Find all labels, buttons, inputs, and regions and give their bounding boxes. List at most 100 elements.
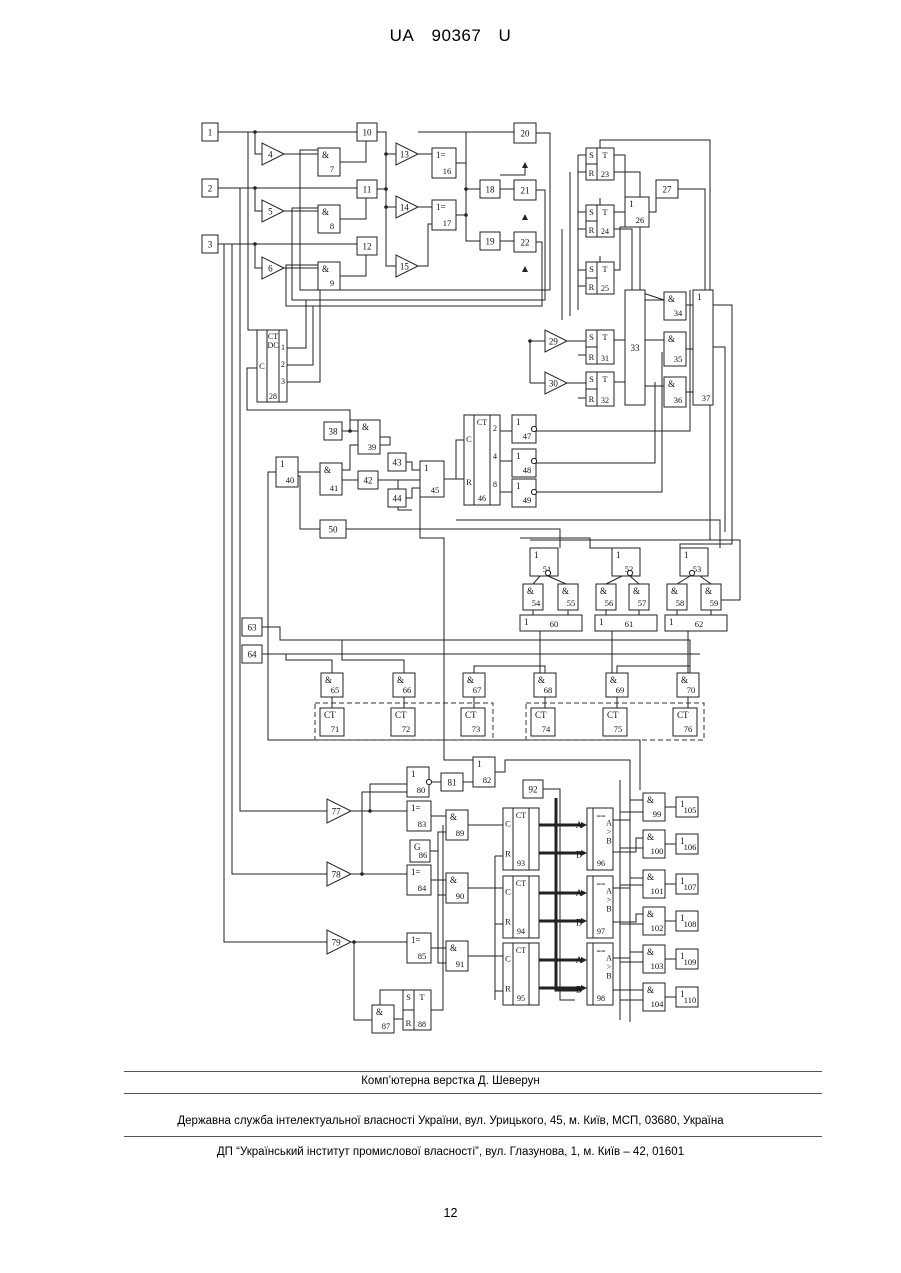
wire — [466, 163, 480, 241]
block-98: AB==A>B98 — [576, 943, 613, 1005]
block-74: CT74 — [531, 708, 555, 736]
footer-rule-bottom — [124, 1136, 822, 1137]
block-35: &35 — [664, 332, 686, 366]
wire — [444, 440, 464, 479]
block-51: 151 — [530, 548, 558, 576]
block-94: CTCR94 — [503, 876, 539, 938]
block-label: == — [596, 947, 606, 956]
block-label: C — [505, 819, 511, 829]
junction-dot — [464, 213, 468, 217]
block-label: R — [589, 352, 595, 362]
block-label: CT — [465, 710, 477, 720]
block-label: 1 — [280, 459, 285, 469]
block-label: 89 — [456, 828, 465, 838]
block-38: 38 — [324, 422, 342, 440]
wire — [340, 141, 366, 162]
block-label: 98 — [597, 994, 605, 1003]
footer-rule-middle — [124, 1093, 822, 1094]
block-label: 58 — [676, 598, 685, 608]
block-106: 1106 — [676, 834, 698, 854]
block-label: 85 — [418, 951, 427, 961]
block-label: 54 — [532, 598, 541, 608]
block-32: SRT32 — [586, 372, 614, 406]
block-label: 26 — [636, 215, 645, 225]
block-81: 81 — [441, 773, 463, 791]
wire — [677, 576, 690, 584]
block-label: & — [322, 264, 329, 274]
block-86: G86 — [410, 840, 430, 862]
block-99: &99 — [643, 793, 665, 821]
block-label: 13 — [400, 150, 410, 160]
block-15: 15 — [396, 255, 418, 277]
block-label: 41 — [330, 483, 339, 493]
block-30: 30 — [545, 372, 567, 394]
junction-dot — [384, 187, 388, 191]
block-label: 16 — [443, 166, 452, 176]
arrow-head — [522, 162, 528, 168]
block-14: 14 — [396, 196, 418, 218]
block-67: &67 — [463, 673, 485, 697]
inversion-bubble — [689, 570, 694, 575]
wire — [255, 244, 262, 268]
block-101: &101 — [643, 870, 665, 898]
block-label: & — [647, 832, 654, 842]
inversion-bubble — [627, 570, 632, 575]
block-70: &70 — [677, 673, 699, 697]
block-84: 1=84 — [407, 865, 431, 895]
block-25: SRT25 — [586, 262, 614, 294]
block-label: 12 — [363, 242, 372, 252]
arrow-head — [522, 214, 528, 220]
block-label: 61 — [625, 619, 634, 629]
wire — [614, 227, 625, 270]
wire — [456, 189, 480, 215]
block-label: CT — [535, 710, 547, 720]
block-27: 27 — [656, 180, 678, 198]
block-label: T — [602, 150, 608, 160]
junction-dot — [464, 187, 468, 191]
block-23: SRT23 — [586, 148, 614, 180]
block-39: &39 — [358, 420, 380, 454]
block-label: 15 — [400, 262, 410, 272]
wire — [430, 832, 446, 851]
block-label: A — [576, 955, 583, 965]
wire — [255, 188, 262, 211]
inversion-bubble — [531, 458, 536, 463]
block-label: 2 — [493, 424, 497, 433]
block-label: & — [610, 675, 617, 685]
block-label: & — [668, 294, 675, 304]
block-label: 67 — [473, 685, 482, 695]
block-28: CTDCC12328 — [257, 330, 287, 402]
wire — [287, 306, 313, 365]
block-label: 1 — [697, 292, 702, 302]
block-label: A — [576, 888, 583, 898]
block-label: 107 — [684, 882, 697, 892]
footer-institute: ДП “Український інститут промислової вла… — [0, 1146, 901, 1158]
block-label: 1 — [424, 463, 429, 473]
block-label: 93 — [517, 859, 525, 868]
block-73: CT73 — [461, 708, 485, 736]
block-label: 6 — [268, 264, 273, 274]
block-label: 81 — [448, 778, 457, 788]
block-label: R — [589, 168, 595, 178]
block-label: 60 — [550, 619, 559, 629]
wire — [287, 290, 320, 382]
block-label: 90 — [456, 891, 465, 901]
block-label: 1= — [411, 803, 421, 813]
block-37: 137 — [693, 290, 713, 405]
block-label: & — [600, 586, 607, 596]
block-82: 182 — [473, 757, 495, 787]
block-label: CT — [395, 710, 407, 720]
block-label: 1 — [516, 451, 521, 461]
block-46: CTCR24846 — [464, 415, 500, 505]
block-label: 38 — [329, 427, 339, 437]
block-label: B — [576, 918, 582, 928]
wire — [418, 224, 432, 266]
wire — [406, 488, 420, 498]
block-label: & — [681, 675, 688, 685]
block-label: 1 — [208, 128, 213, 138]
wire — [500, 168, 525, 175]
block-72: CT72 — [391, 708, 415, 736]
block-label: 10 — [363, 128, 373, 138]
block-label: 83 — [418, 819, 427, 829]
block-22: 22 — [514, 232, 536, 252]
